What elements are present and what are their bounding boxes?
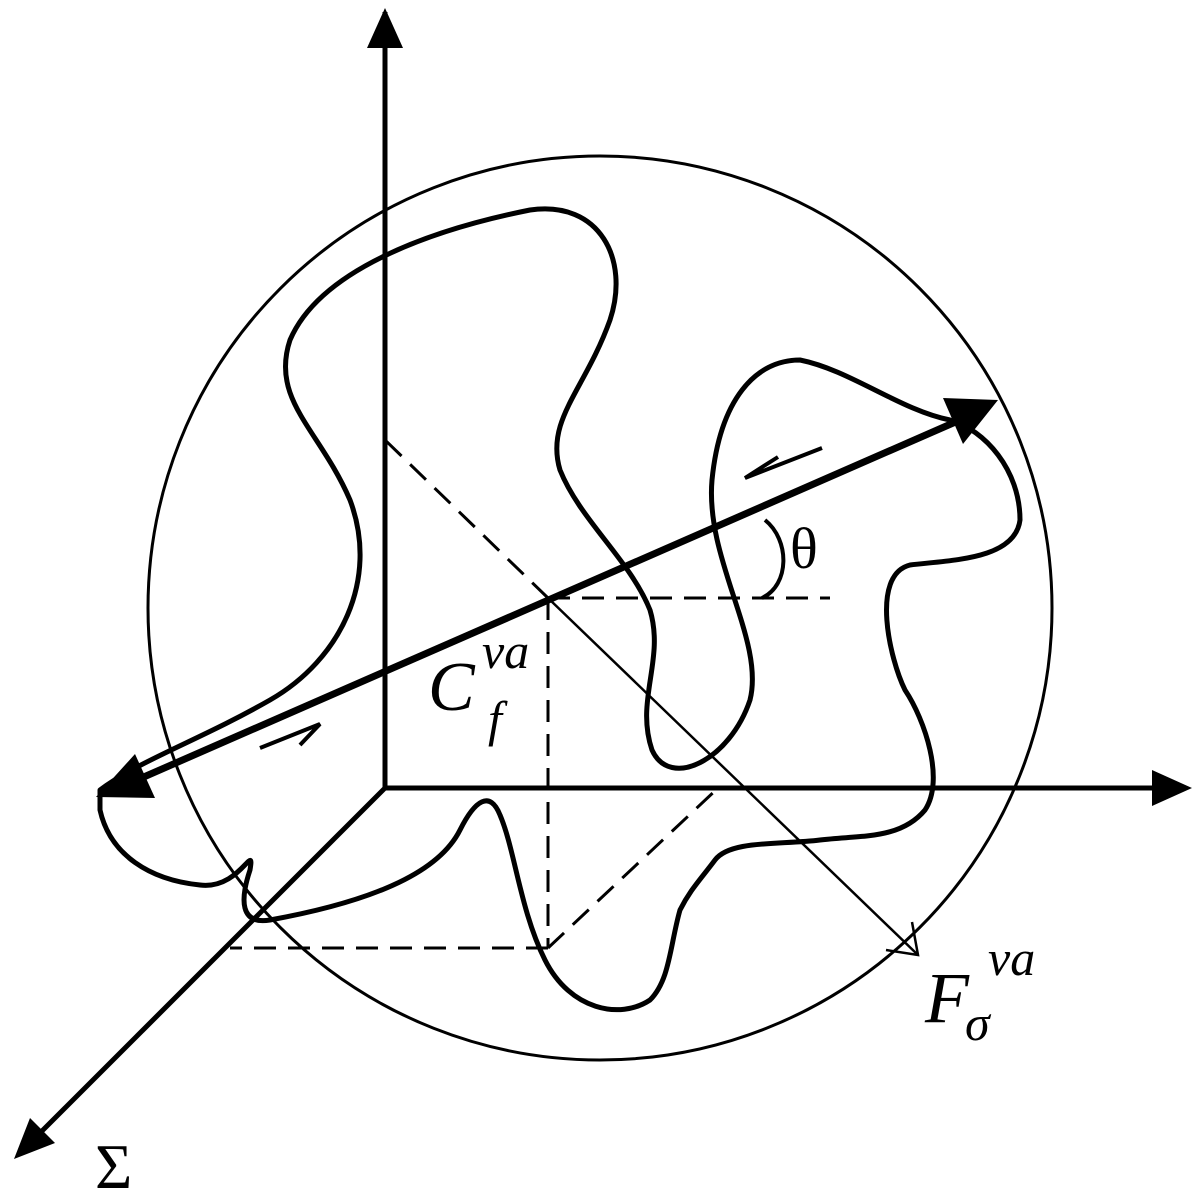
radius-label: F va σ bbox=[924, 930, 1035, 1051]
radius-label-superscript: va bbox=[988, 930, 1035, 986]
horizontal-axis-arrowhead bbox=[1152, 770, 1192, 806]
radius-label-subscript: σ bbox=[965, 995, 992, 1051]
theta-arc bbox=[761, 518, 786, 600]
sigma-axis-label: Σ bbox=[95, 1131, 132, 1193]
principal-diameter bbox=[128, 416, 962, 787]
center-label-superscript: va bbox=[482, 623, 529, 679]
vertical-axis-arrowhead bbox=[367, 8, 403, 48]
sigma-axis-arrowhead bbox=[14, 1118, 55, 1159]
diameter-arrowhead-left bbox=[96, 754, 155, 798]
center-label-subscript: f bbox=[488, 691, 508, 747]
direction-tick-lower bbox=[259, 722, 322, 750]
radius-arrowhead bbox=[885, 921, 920, 957]
sigma-axis bbox=[36, 786, 387, 1137]
radius-label-base: F bbox=[924, 958, 970, 1038]
theta-label: θ bbox=[790, 516, 818, 581]
center-label-base: C bbox=[428, 649, 476, 726]
radius-line bbox=[547, 597, 919, 956]
diameter-arrowhead-right bbox=[943, 398, 998, 444]
dashed-construction-lines bbox=[230, 438, 830, 950]
boundary-circle bbox=[146, 154, 1054, 1062]
center-label: C va f bbox=[428, 623, 529, 747]
direction-tick-upper bbox=[743, 446, 823, 480]
